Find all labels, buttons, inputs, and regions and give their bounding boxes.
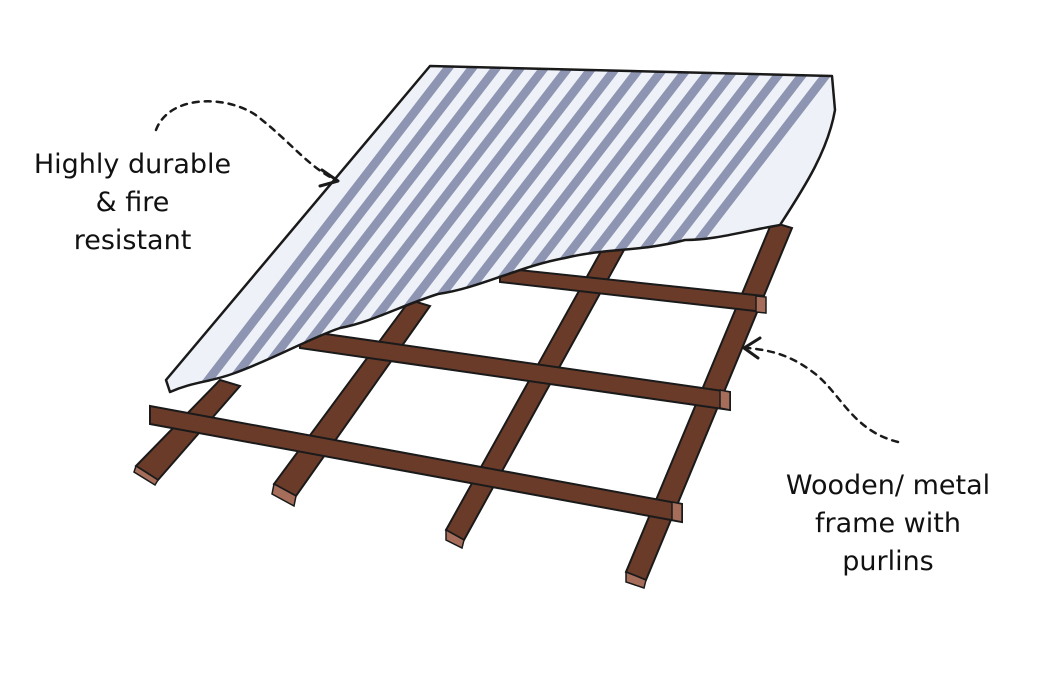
purlin-1 [149, 404, 683, 524]
arrowhead-top-left [318, 168, 340, 188]
purlin-1-end [671, 501, 683, 523]
sheet-outline [164, 64, 837, 394]
purlin-3-end [755, 295, 767, 314]
label-line: frame with [815, 508, 961, 539]
corrugation-groove [166, 66, 455, 392]
arrow-bottom-right [746, 346, 900, 444]
label-line: & fire [95, 187, 170, 218]
purlin-3 [499, 266, 765, 314]
arrow-top-left [154, 100, 338, 182]
label-line: purlins [842, 546, 934, 577]
label-line: Highly durable [33, 149, 232, 180]
arrowhead-bottom-right [742, 336, 762, 360]
purlin-2-end [719, 389, 731, 411]
rafter-2-top [271, 482, 297, 508]
purlins [149, 266, 767, 524]
label-highly-durable: Highly durable & fire resistant [20, 146, 245, 260]
rafter-3-top [445, 528, 465, 550]
label-line: resistant [73, 225, 192, 256]
corrugation-groove [167, 66, 479, 392]
annotation-arrows [154, 100, 900, 444]
label-line: Wooden/ metal [785, 470, 991, 501]
label-frame-with-purlins: Wooden/ metal frame with purlins [768, 467, 1008, 581]
rafter-4-top [625, 570, 647, 589]
rafter-1-top [133, 464, 160, 487]
